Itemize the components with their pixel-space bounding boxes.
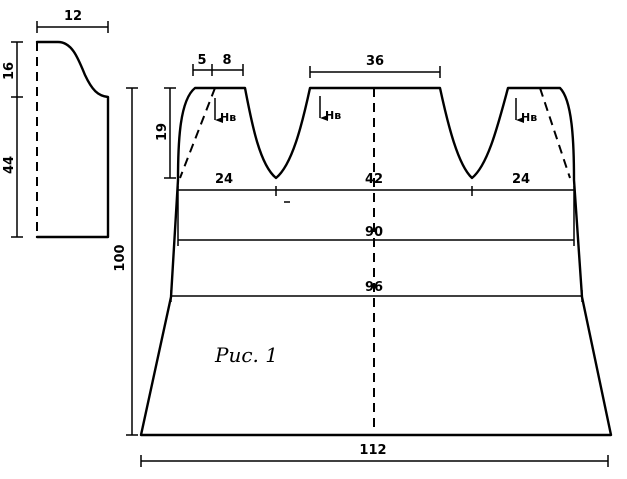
- width-96-label: 96: [365, 280, 383, 295]
- sleeve-cap-height-label: 16: [2, 62, 17, 80]
- bottom-width-label: 112: [359, 443, 386, 458]
- total-height-label: 100: [113, 244, 128, 271]
- center-top-width-label: 36: [366, 54, 384, 69]
- middle-width-label: 42: [365, 172, 383, 187]
- grain-mark-center: Нв: [325, 109, 341, 122]
- sleeve-length-label: 44: [2, 156, 17, 174]
- width-90-label: 90: [365, 225, 383, 240]
- armhole-depth-label: 19: [155, 123, 170, 141]
- grain-mark-left: Нв: [220, 111, 236, 124]
- neck-offset-label: 5: [197, 53, 206, 68]
- sleeve-outline: [35, 40, 110, 239]
- side-width-right-label: 24: [512, 172, 530, 187]
- figure-caption: Рис. 1: [214, 343, 278, 367]
- neck-width-label: 8: [222, 53, 231, 68]
- right-shoulder-dashed-line: [539, 87, 571, 179]
- grain-mark-right: Нв: [521, 111, 537, 124]
- left-shoulder-dashed-line: [179, 87, 216, 179]
- sleeve-piece: 12 16 44: [2, 9, 110, 239]
- body-outline: [139, 86, 613, 437]
- sleeve-width-label: 12: [64, 9, 82, 24]
- body-piece: 24 42 24 90 96 5 8 36 19 100 112 Нв: [113, 53, 613, 467]
- side-width-left-label: 24: [215, 172, 233, 187]
